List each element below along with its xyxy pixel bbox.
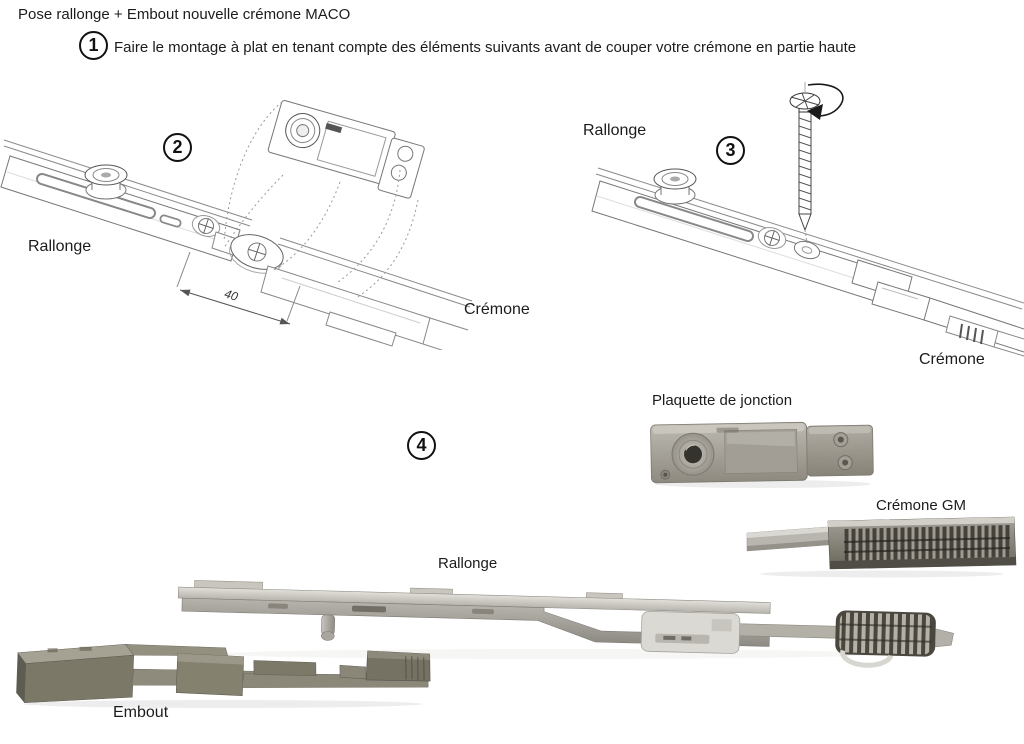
rallonge-photo-label: Rallonge: [438, 555, 498, 572]
cremone-gm-label: Crémone GM: [876, 497, 967, 514]
fig2-cremone-label: Crémone: [464, 301, 530, 318]
fig3-rallonge-plate: [591, 180, 893, 305]
fig2-dimension: 40: [176, 251, 301, 325]
embout-label: Embout: [113, 704, 169, 721]
fig2-dimension-value: 40: [223, 287, 240, 304]
step-1-instruction: Faire le montage à plat en tenant compte…: [114, 39, 857, 56]
page-title: Pose rallonge + Embout nouvelle crémone …: [18, 6, 351, 23]
fig2-cremone-rail: [260, 265, 469, 350]
fig3-target-hole: [793, 240, 821, 260]
fig2-rallonge-label: Rallonge: [28, 238, 92, 255]
fig3-rotation-arrow: [807, 83, 844, 117]
cremone-gm-photo: [746, 516, 1017, 578]
fig2-junction-plate: [267, 100, 425, 199]
plaquette-label: Plaquette de jonction: [652, 392, 793, 409]
fig3-cremone-clip: [851, 259, 931, 321]
figure-2-drawing: 40: [0, 100, 473, 350]
fig3-cross-screw: [757, 227, 787, 249]
step-1-number-badge: 1: [79, 31, 108, 60]
step-4-number-badge: 4: [407, 431, 436, 460]
embout-body: [16, 644, 431, 703]
step-2-number-badge: 2: [163, 133, 192, 162]
fig3-rallonge-label: Rallonge: [583, 122, 647, 139]
step-3-number: 3: [725, 140, 736, 160]
rallonge-gear-teeth: [835, 610, 954, 668]
plaquette-photo: [650, 421, 874, 488]
fig3-cremone-rail: [923, 297, 1024, 357]
fig2-cremone-boss: [229, 234, 284, 274]
fig3-mushroom-cam: [653, 168, 697, 205]
fig3-screw: [789, 82, 844, 244]
fig2-projection-lines: [223, 101, 419, 299]
embout-photo: [16, 644, 431, 708]
fig2-mushroom-cam: [84, 164, 128, 200]
fig2-back-rail: [3, 139, 473, 308]
rallonge-clip: [640, 610, 741, 654]
step-3-number-badge: 3: [716, 136, 745, 165]
fig3-cremone-label: Crémone: [919, 351, 985, 368]
fig2-screw-hole: [191, 215, 221, 237]
rallonge-photo: [177, 580, 954, 668]
step-1-number: 1: [88, 35, 99, 55]
step-4-number: 4: [416, 435, 427, 455]
rallonge-body: [177, 580, 954, 668]
step-2-number: 2: [172, 137, 183, 157]
figure-3-drawing: [591, 82, 1024, 357]
cremone-gm-body: [746, 516, 1017, 570]
